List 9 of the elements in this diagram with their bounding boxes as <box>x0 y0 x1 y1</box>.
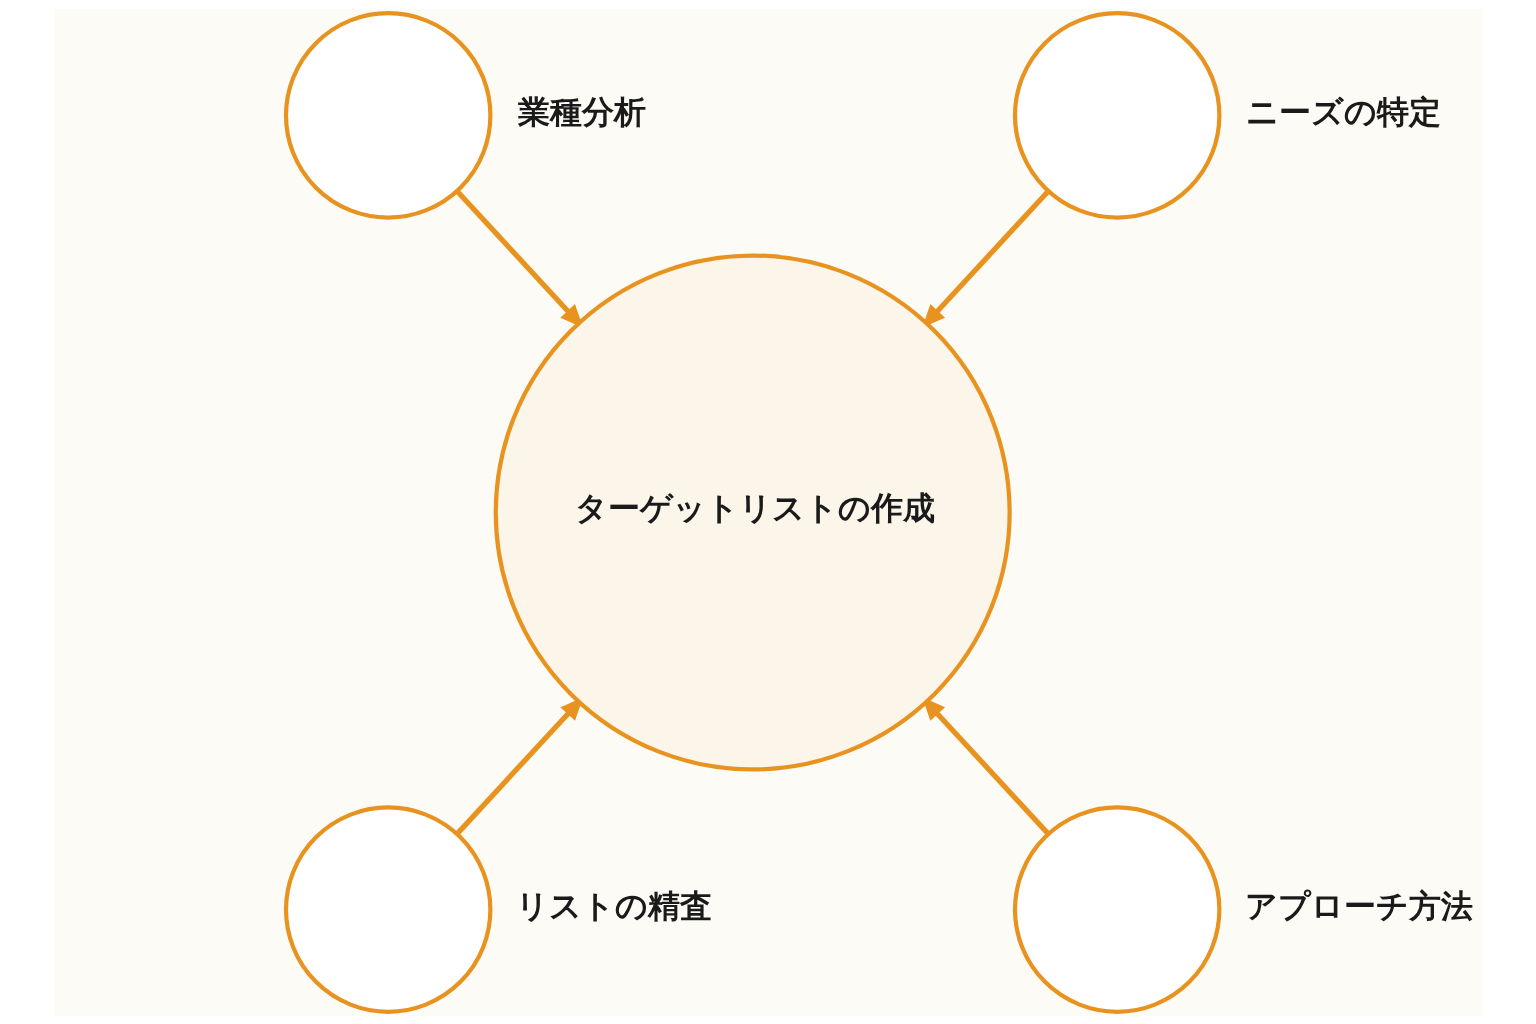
node-circle <box>283 10 492 220</box>
node-circle <box>1012 804 1221 1014</box>
node-circle <box>283 804 492 1014</box>
node-label: ニーズの特定 <box>1245 93 1441 130</box>
node-circle <box>1012 10 1221 220</box>
node-label: リストの精査 <box>515 887 712 924</box>
node-label: 業種分析 <box>517 93 646 130</box>
node-circle: ターゲットリストの作成 <box>493 252 1012 772</box>
node-label: アプローチ方法 <box>1244 887 1473 924</box>
